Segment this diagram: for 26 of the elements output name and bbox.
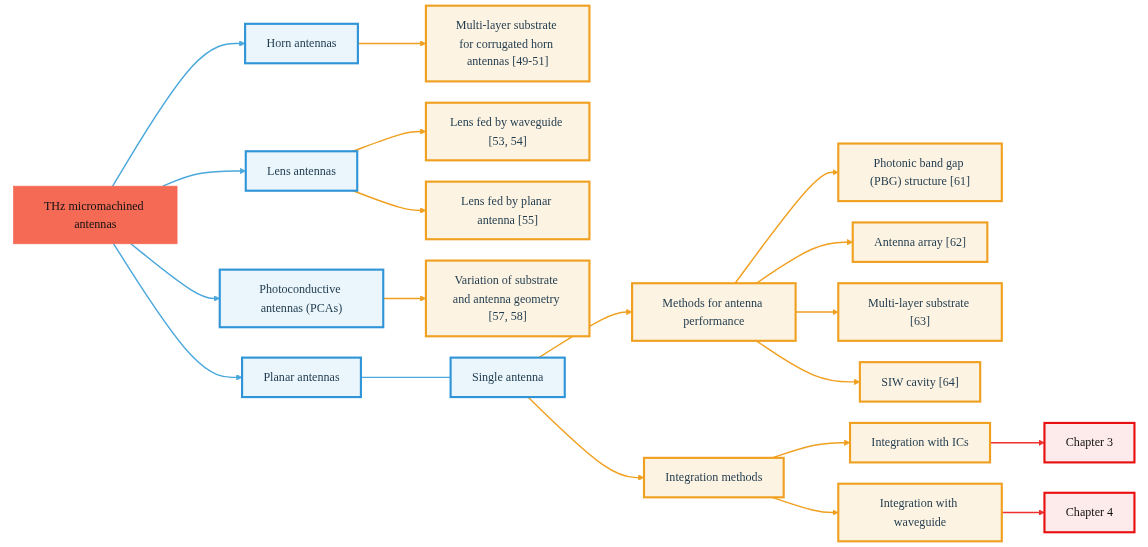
node-box: Lens fed by planar antenna [55] [424, 180, 591, 241]
node-box: Lens antennas [244, 150, 359, 192]
arrow [734, 169, 839, 284]
node-box: Integration with ICs [848, 421, 992, 464]
node-box: SIW cavity [64] [858, 361, 982, 403]
node-box: Photonic band gap (PBG) structure [61] [837, 142, 1003, 203]
node-box: Chapter 3 [1043, 421, 1136, 464]
arrow [755, 239, 853, 284]
arrow [130, 243, 220, 302]
node-box: Variation of substrate and antenna geometry [57, 58] [424, 259, 591, 338]
node-box: Horn antennas [244, 22, 359, 65]
node-box: Antenna array [62] [851, 221, 989, 263]
node-box: Multi-layer substrate for corrugated horn antennas [49-51] [424, 4, 591, 83]
arrow [1001, 509, 1045, 516]
node-box: Photoconductive antennas (PCAs) [218, 268, 385, 329]
node-box: Integration with waveguide [837, 482, 1003, 543]
arrow [112, 243, 243, 381]
node-box: THz micromachined antennas [13, 185, 178, 245]
node-box: Integration methods [642, 456, 785, 499]
node-box: Chapter 4 [1043, 491, 1136, 534]
node-box: Multi-layer substrate [63] [837, 282, 1003, 342]
arrow [111, 40, 246, 187]
node-box: Lens fed by waveguide [53, 54] [424, 101, 591, 162]
node-box: Single antenna [449, 356, 566, 399]
node-box: Methods for antenna performance [631, 282, 797, 342]
node-box: Planar antennas [241, 356, 362, 399]
